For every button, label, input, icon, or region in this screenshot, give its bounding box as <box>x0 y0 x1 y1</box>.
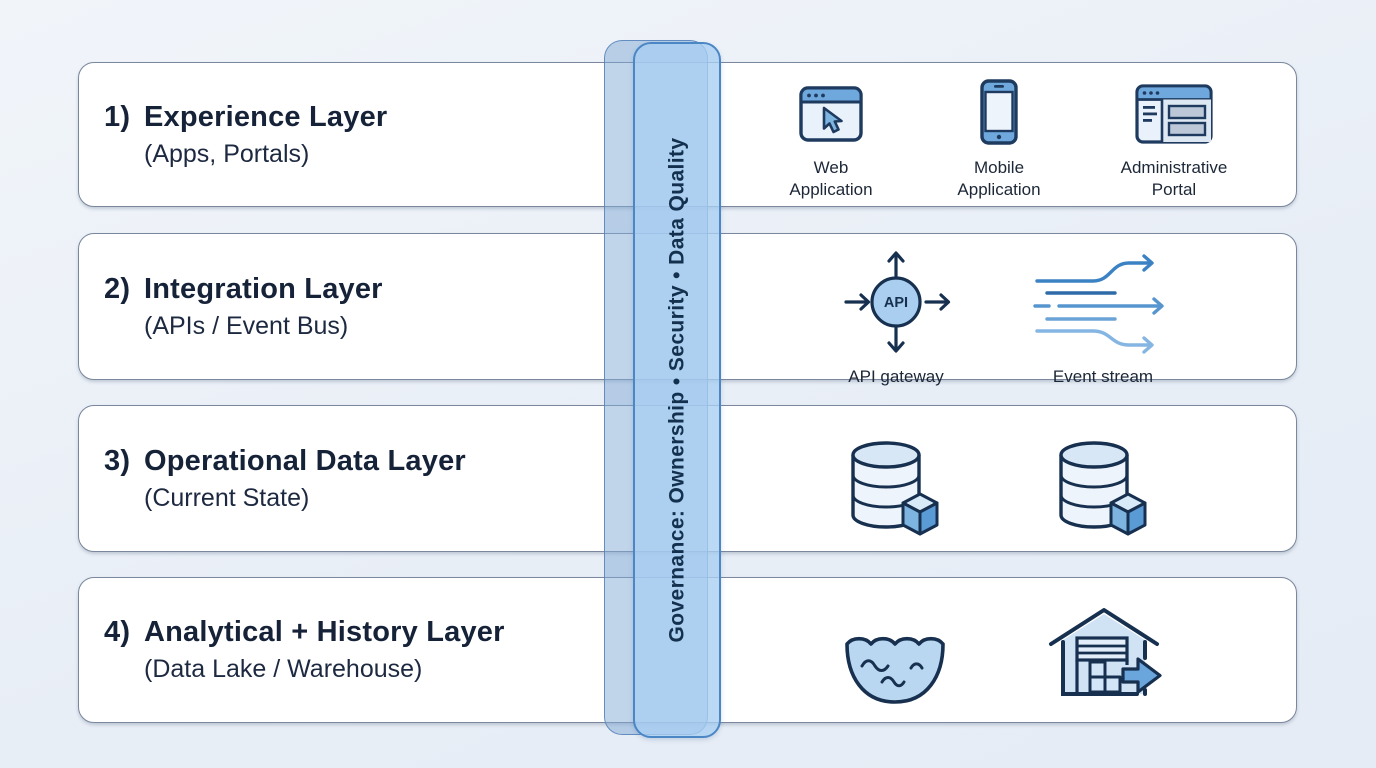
icon-label: Mobile Application <box>957 158 1041 199</box>
layer-subtitle: (Data Lake / Warehouse) <box>144 655 423 683</box>
layer-title-block: 1) Experience Layer (Apps, Portals) <box>104 63 387 206</box>
mobile-application-icon <box>980 79 1018 145</box>
layer-title-block: 3) Operational Data Layer (Current State… <box>104 406 466 551</box>
database-icon <box>1059 441 1147 536</box>
layer-title: Experience Layer <box>144 100 388 133</box>
layer-title: Integration Layer <box>144 272 383 305</box>
icon-box <box>979 75 1019 149</box>
event-stream-icon <box>1033 254 1164 354</box>
api-badge-text: API <box>884 295 908 311</box>
icon-label: Event stream <box>1052 367 1154 386</box>
layer-heading: 1) Experience Layer <box>104 99 387 135</box>
layer-title-block: 4) Analytical + History Layer (Data Lake… <box>104 578 505 722</box>
web-application-item: Web Application <box>756 79 906 201</box>
layer-number: 3) <box>104 444 131 477</box>
administrative-portal-icon <box>1135 84 1213 144</box>
layer-heading: 3) Operational Data Layer <box>104 443 466 479</box>
layer-title: Analytical + History Layer <box>144 616 505 648</box>
api-gateway-icon: API <box>844 251 951 353</box>
layer-title: Operational Data Layer <box>144 444 466 477</box>
layer-number: 1) <box>104 100 131 133</box>
warehouse-icon <box>1049 608 1162 696</box>
icon-box: API <box>836 246 956 358</box>
governance-bar <box>633 42 721 738</box>
database-icon <box>851 441 939 536</box>
data-lake-icon <box>845 637 945 704</box>
icon-box <box>1134 79 1214 149</box>
icon-label: Web Application <box>789 158 873 199</box>
layer-heading: 2) Integration Layer <box>104 271 383 307</box>
layer-heading: 4) Analytical + History Layer <box>104 614 505 650</box>
mobile-application-item: Mobile Application <box>924 75 1074 201</box>
layer-subtitle: (Apps, Portals) <box>144 139 310 168</box>
icon-box <box>798 79 864 149</box>
layer-title-block: 2) Integration Layer (APIs / Event Bus) <box>104 234 383 379</box>
icon-label: Administrative Portal <box>1120 158 1228 199</box>
event-stream-item: Event stream <box>1018 246 1188 388</box>
administrative-portal-item: Administrative Portal <box>1099 79 1249 201</box>
api-gateway-item: API API gateway <box>811 246 981 388</box>
layer-subtitle: (APIs / Event Bus) <box>144 311 349 340</box>
icon-label: API gateway <box>848 367 944 386</box>
layer-number: 2) <box>104 272 131 305</box>
layer-number: 4) <box>104 616 131 648</box>
icon-box <box>1023 246 1183 358</box>
web-application-icon <box>799 86 863 142</box>
layer-subtitle: (Current State) <box>144 483 310 512</box>
